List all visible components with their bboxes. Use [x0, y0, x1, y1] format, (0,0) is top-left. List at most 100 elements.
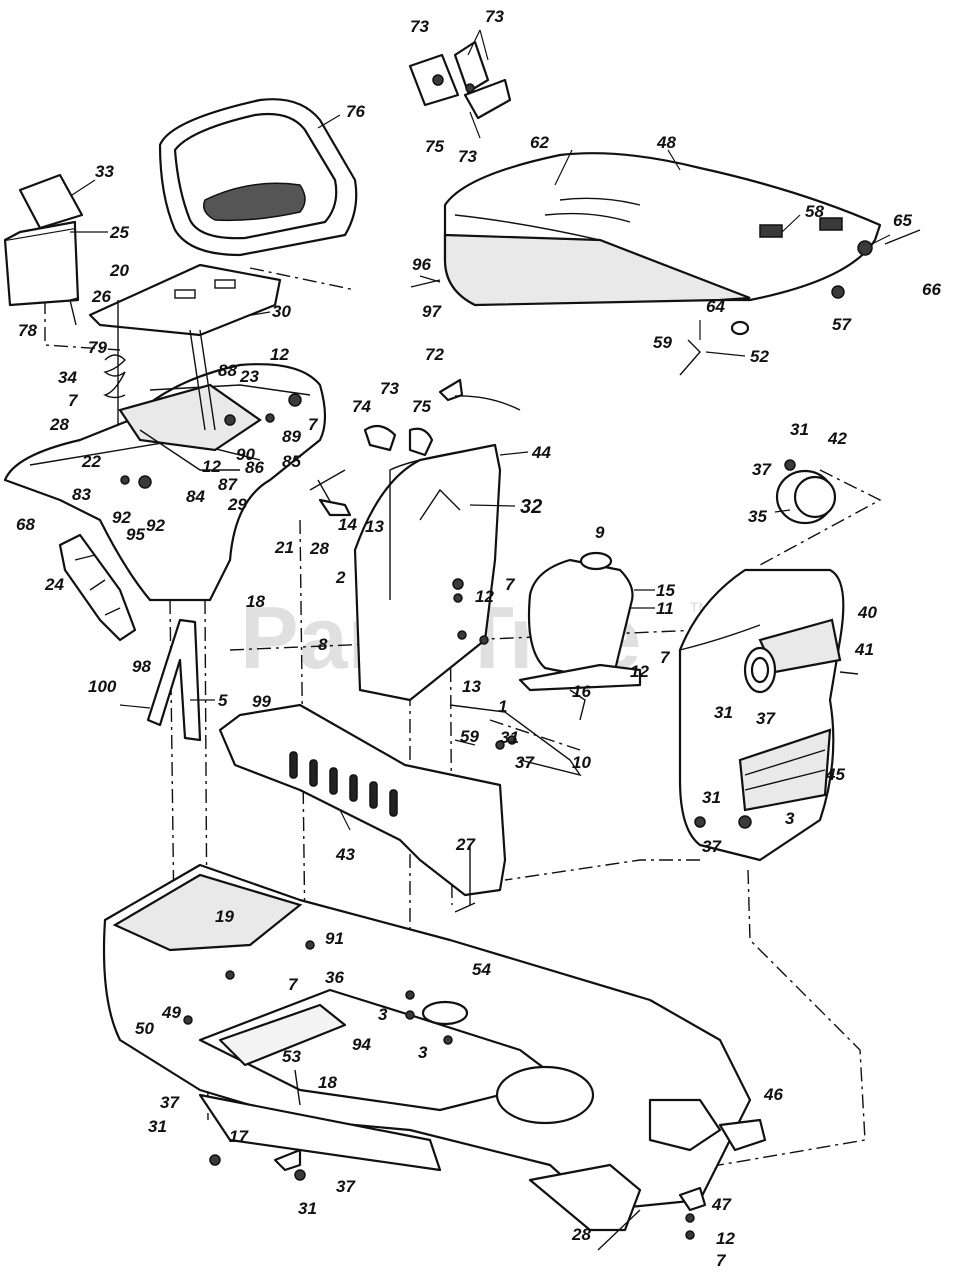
panel-1	[449, 689, 586, 913]
callout-3: 3	[418, 1043, 428, 1062]
callout-73: 73	[458, 147, 477, 166]
callout-35: 35	[748, 507, 767, 526]
callout-59: 59	[460, 727, 479, 746]
callout-12: 12	[202, 457, 221, 476]
callout-41: 41	[854, 640, 874, 659]
callout-26: 26	[91, 287, 111, 306]
callout-79: 79	[88, 338, 107, 357]
bracket-24	[58, 533, 137, 642]
callout-65: 65	[893, 211, 912, 230]
callout-7: 7	[660, 648, 671, 667]
callout-84: 84	[186, 487, 205, 506]
fuel-tank	[518, 551, 655, 692]
callout-34: 34	[58, 368, 77, 387]
callout-11: 11	[656, 599, 674, 618]
callout-23: 23	[239, 367, 259, 386]
callout-8: 8	[318, 635, 328, 654]
callout-31: 31	[714, 703, 733, 722]
callout-36: 36	[325, 968, 344, 987]
seat-plate	[69, 263, 282, 430]
callout-75: 75	[425, 137, 444, 156]
callout-54: 54	[472, 960, 491, 979]
callout-66: 66	[922, 280, 941, 299]
callout-10: 10	[572, 753, 591, 772]
callout-52: 52	[750, 347, 769, 366]
callout-96: 96	[412, 255, 431, 274]
callout-labels: 73 73 75 73 76 62 48 58 65 66 96 97 57 6…	[16, 7, 941, 1270]
callout-24: 24	[44, 575, 64, 594]
callout-31: 31	[298, 1199, 317, 1218]
callout-28: 28	[49, 415, 69, 434]
callout-86: 86	[245, 458, 264, 477]
callout-31: 31	[500, 728, 519, 747]
callout-47: 47	[711, 1195, 732, 1214]
callout-9: 9	[595, 523, 605, 542]
callout-18: 18	[246, 592, 265, 611]
callout-33: 33	[95, 162, 114, 181]
rear-body-cover	[410, 149, 921, 376]
callout-46: 46	[763, 1085, 783, 1104]
callout-3: 3	[378, 1005, 388, 1024]
callout-91: 91	[325, 929, 344, 948]
callout-92: 92	[146, 516, 165, 535]
callout-74: 74	[352, 397, 371, 416]
callout-7: 7	[68, 391, 79, 410]
callout-98: 98	[132, 657, 151, 676]
callout-92: 92	[112, 508, 131, 527]
seat	[158, 98, 358, 257]
callout-94: 94	[352, 1035, 371, 1054]
callout-37: 37	[160, 1093, 180, 1112]
callout-73: 73	[485, 7, 504, 26]
callout-87: 87	[218, 475, 238, 494]
callout-25: 25	[109, 223, 129, 242]
callout-37: 37	[515, 753, 535, 772]
callout-32: 32	[520, 496, 542, 518]
frame	[102, 863, 767, 1251]
callout-58: 58	[805, 202, 824, 221]
callout-21: 21	[274, 538, 294, 557]
callout-7: 7	[505, 575, 516, 594]
callout-31: 31	[148, 1117, 167, 1136]
callout-7: 7	[716, 1251, 727, 1270]
callout-29: 29	[227, 495, 247, 514]
callout-12: 12	[630, 662, 649, 681]
bracket-assembly-73	[408, 29, 512, 139]
callout-42: 42	[827, 429, 847, 448]
callout-12: 12	[270, 345, 289, 364]
callout-64: 64	[706, 297, 725, 316]
callout-48: 48	[656, 133, 676, 152]
callout-97: 97	[422, 302, 442, 321]
callout-57: 57	[832, 315, 852, 334]
callout-83: 83	[72, 485, 91, 504]
callout-37: 37	[756, 709, 776, 728]
dash-panel	[353, 443, 529, 702]
hood	[678, 568, 859, 862]
callout-43: 43	[335, 845, 355, 864]
callout-15: 15	[656, 581, 675, 600]
callout-44: 44	[531, 443, 551, 462]
callout-2: 2	[335, 568, 346, 587]
callout-12: 12	[475, 587, 494, 606]
callout-17: 17	[229, 1127, 249, 1146]
callout-53: 53	[282, 1047, 301, 1066]
callout-73: 73	[380, 379, 399, 398]
callout-78: 78	[18, 321, 37, 340]
callout-73: 73	[410, 17, 429, 36]
callout-59: 59	[653, 333, 672, 352]
callout-13: 13	[365, 517, 384, 536]
callout-12: 12	[716, 1229, 735, 1248]
callout-89: 89	[282, 427, 301, 446]
callout-7: 7	[288, 975, 299, 994]
callout-95: 95	[126, 525, 145, 544]
callout-5: 5	[218, 691, 228, 710]
callout-45: 45	[825, 765, 845, 784]
callout-72: 72	[425, 345, 444, 364]
callout-37: 37	[752, 460, 772, 479]
battery-box	[3, 173, 108, 307]
callout-90: 90	[236, 445, 255, 464]
callout-100: 100	[88, 677, 117, 696]
headlight	[774, 459, 837, 525]
callout-28: 28	[309, 539, 329, 558]
callout-31: 31	[790, 420, 809, 439]
